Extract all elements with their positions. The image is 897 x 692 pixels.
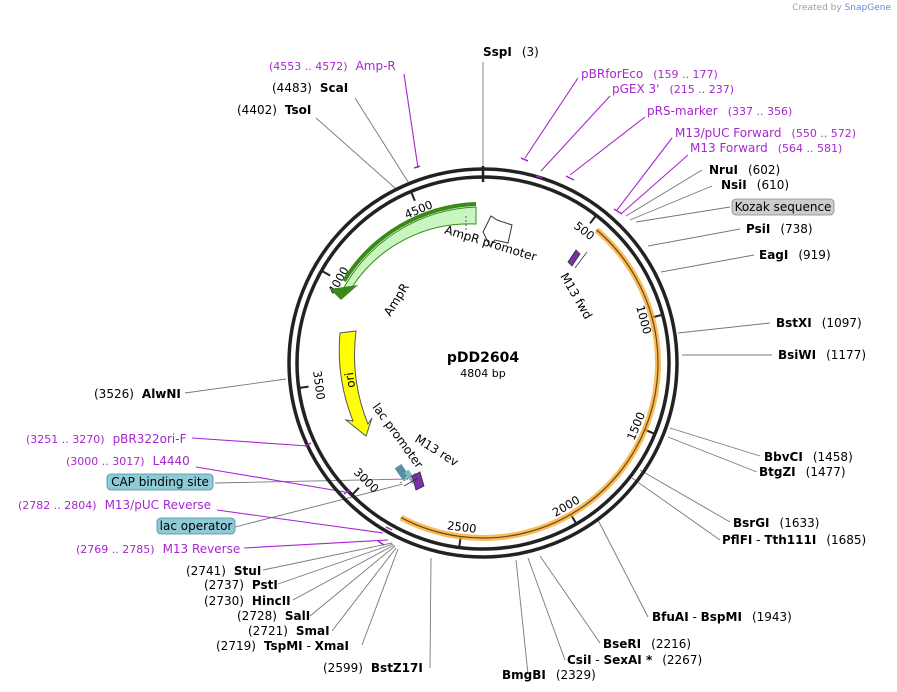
ampr-promoter-arrow (482, 215, 513, 247)
lac-promoter-dash (399, 472, 417, 484)
site-bfuai: BfuAI - BspMI(1943) (652, 610, 792, 624)
primer-m13-forward: M13 Forward(564 .. 581) (690, 141, 842, 155)
site-nrui: NruI(602) (709, 163, 780, 177)
ampr-edge (342, 202, 477, 283)
site-psti: (2737)PstI (204, 578, 278, 592)
site-bsrgi: BsrGI(1633) (733, 516, 819, 530)
ruler-label: 500 (571, 219, 597, 243)
site-tspmi: (2719)TspMI - XmaI (216, 639, 349, 653)
primer-leaders (191, 73, 689, 549)
cap-site-mark (394, 463, 410, 481)
site-bsiwi: BsiWI(1177) (778, 348, 866, 362)
snapgene-brand: SnapGene (844, 3, 891, 13)
snapgene-credit: Created by SnapGene (792, 3, 891, 13)
m13-fwd-label: M13 fwd (557, 271, 595, 322)
primer-m13-puc-forward: M13/pUC Forward(550 .. 572) (675, 126, 856, 140)
lac-cluster (394, 463, 425, 491)
site-bstxi: BstXI(1097) (776, 316, 862, 330)
ampr-arrowhead (330, 285, 358, 300)
lac-operator-label: lac operator (160, 519, 233, 533)
ampr-label: AmpR (381, 281, 412, 319)
primer-pbr322ori-f: (3251 .. 3270)pBR322ori-F (26, 432, 187, 446)
m13-fwd-line (574, 251, 588, 269)
m13-fwd-mark (567, 249, 581, 267)
site-bseri: BseRI(2216) (603, 637, 691, 651)
primer-pbrforeco: pBRforEco(159 .. 177) (581, 67, 718, 81)
site-alwni: (3526)AlwNI (94, 387, 181, 401)
primer-m13-reverse: (2769 .. 2785)M13 Reverse (76, 542, 240, 556)
ruler-label: 2500 (446, 518, 477, 536)
site-labels: SspI(3) (4483)ScaI (4402)TsoI NruI(602) … (94, 45, 866, 682)
kozak-box: Kozak sequence (731, 198, 835, 216)
site-bmgbi: BmgBI(2329) (502, 668, 596, 682)
primer-ticks (304, 157, 623, 546)
ruler-tick (589, 214, 597, 224)
site-tsoi: (4402)TsoI (237, 103, 311, 117)
site-leaders (184, 62, 772, 675)
cap-label: CAP binding site (111, 475, 209, 489)
site-eagi: EagI(919) (759, 248, 831, 262)
plasmid-size: 4804 bp (460, 367, 505, 380)
site-psii: PsiI(738) (746, 222, 813, 236)
credit-prefix: Created by (792, 3, 842, 13)
site-pflfi: PflFI - Tth111I(1685) (722, 533, 866, 547)
plasmid-name: pDD2604 (447, 350, 519, 366)
primer-amp-r: (4553 .. 4572)Amp-R (269, 59, 396, 73)
kozak-label: Kozak sequence (735, 200, 832, 214)
lac-promoter-mark (403, 477, 419, 487)
primer-pgex3: pGEX 3'(215 .. 237) (612, 82, 734, 96)
site-sspi: SspI(3) (483, 45, 539, 59)
site-stui: (2741)StuI (186, 564, 261, 578)
primer-m13-puc-reverse: (2782 .. 2804)M13/pUC Reverse (18, 498, 211, 512)
lac-operator-box: lac operator (156, 517, 236, 535)
site-btgzi: BtgZI(1477) (759, 465, 846, 479)
ori-label: ori (342, 371, 358, 388)
ruler-tick (321, 269, 331, 277)
site-bstz17i: (2599)BstZ17I (323, 661, 423, 675)
site-csii: CsiI - SexAI *(2267) (567, 653, 702, 667)
site-sali: (2728)SalI (237, 609, 310, 623)
orange-feature-core (400, 229, 659, 539)
cap-box: CAP binding site (106, 473, 214, 491)
ori-arrow (338, 330, 373, 437)
primer-prs-marker: pRS-marker(337 .. 356) (647, 104, 792, 118)
ruler-tick (298, 385, 309, 389)
primer-l4440: (3000 .. 3017)L4440 (66, 454, 190, 468)
ruler-tick (351, 487, 360, 496)
m13-rev-mark (411, 471, 425, 491)
primer-labels: (4553 .. 4572)Amp-R pBRforEco(159 .. 177… (18, 59, 856, 556)
site-bbvci: BbvCI(1458) (764, 450, 853, 464)
site-hincii: (2730)HincII (204, 594, 291, 608)
site-nsii: NsiI(610) (721, 178, 789, 192)
site-smai: (2721)SmaI (248, 624, 330, 638)
ruler-label: 3500 (310, 370, 328, 401)
ruler-tick (410, 191, 416, 202)
site-scai: (4483)ScaI (272, 81, 348, 95)
